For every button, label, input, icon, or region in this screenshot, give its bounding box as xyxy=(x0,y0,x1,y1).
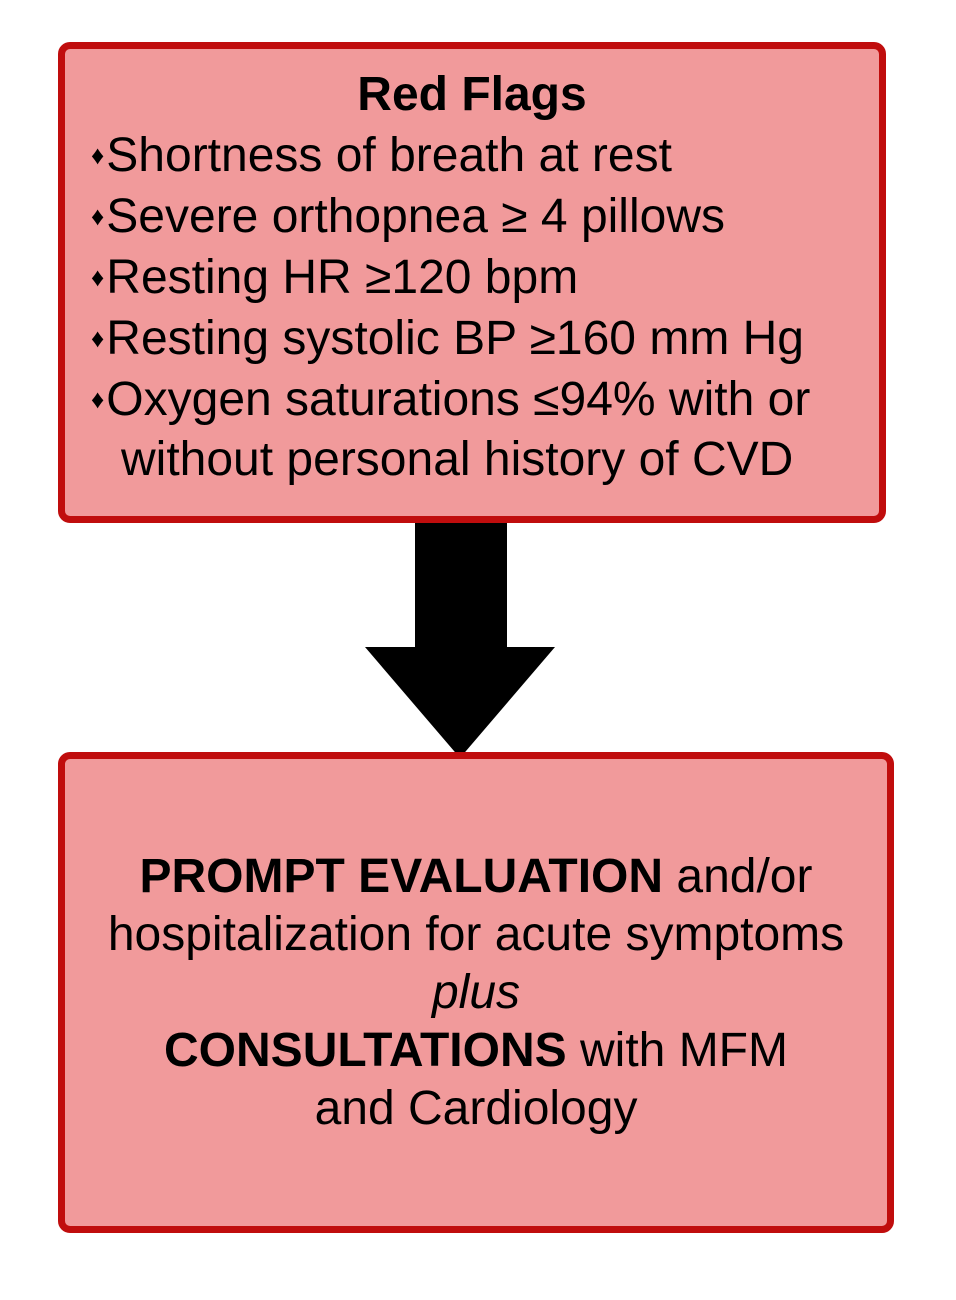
action-box-text-segment: hospitalization for acute symptoms xyxy=(107,907,845,961)
red-flag-text: Oxygen saturations ≤94% with or xyxy=(106,373,811,426)
down-arrow-shape xyxy=(365,523,555,758)
action-box-text-segment: PROMPT EVALUATION xyxy=(139,849,664,903)
action-box-text-segment: and Cardiology xyxy=(314,1081,638,1135)
red-flag-item-continuation: without personal history of CVD xyxy=(91,430,879,490)
action-box-line: hospitalization for acute symptoms xyxy=(108,906,844,964)
action-box-text-segment: and/or xyxy=(663,849,813,903)
action-box-line: plus xyxy=(432,964,520,1022)
diamond-bullet-icon: ♦ xyxy=(91,262,105,292)
diamond-bullet-icon: ♦ xyxy=(91,384,105,414)
red-flags-title: Red Flags xyxy=(357,68,587,121)
red-flag-text: Shortness of breath at rest xyxy=(106,129,672,182)
red-flag-item: ♦Resting systolic BP ≥160 mm Hg xyxy=(91,308,879,369)
action-box-line: PROMPT EVALUATION and/or xyxy=(140,848,813,906)
action-box-line: and Cardiology xyxy=(315,1080,638,1138)
red-flag-item: ♦Severe orthopnea ≥ 4 pillows xyxy=(91,186,879,247)
action-box-line: CONSULTATIONS with MFM xyxy=(164,1022,788,1080)
red-flags-box: Red Flags ♦Shortness of breath at rest♦S… xyxy=(58,42,886,523)
red-flag-item: ♦Resting HR ≥120 bpm xyxy=(91,247,879,308)
diamond-bullet-icon: ♦ xyxy=(91,323,105,353)
action-box-text-segment: with MFM xyxy=(566,1023,788,1077)
red-flags-list: ♦Shortness of breath at rest♦Severe orth… xyxy=(65,125,879,490)
red-flag-text: Resting HR ≥120 bpm xyxy=(106,251,579,304)
diamond-bullet-icon: ♦ xyxy=(91,201,105,231)
red-flag-text: without personal history of CVD xyxy=(121,433,794,486)
red-flag-item: ♦Oxygen saturations ≤94% with or xyxy=(91,369,879,430)
down-arrow-icon xyxy=(365,523,555,758)
red-flag-text: Resting systolic BP ≥160 mm Hg xyxy=(106,312,804,365)
red-flag-item: ♦Shortness of breath at rest xyxy=(91,125,879,186)
action-box-text-segment: plus xyxy=(431,965,521,1019)
red-flag-text: Severe orthopnea ≥ 4 pillows xyxy=(106,190,725,243)
diamond-bullet-icon: ♦ xyxy=(91,140,105,170)
action-box-text-segment: CONSULTATIONS xyxy=(164,1023,567,1077)
